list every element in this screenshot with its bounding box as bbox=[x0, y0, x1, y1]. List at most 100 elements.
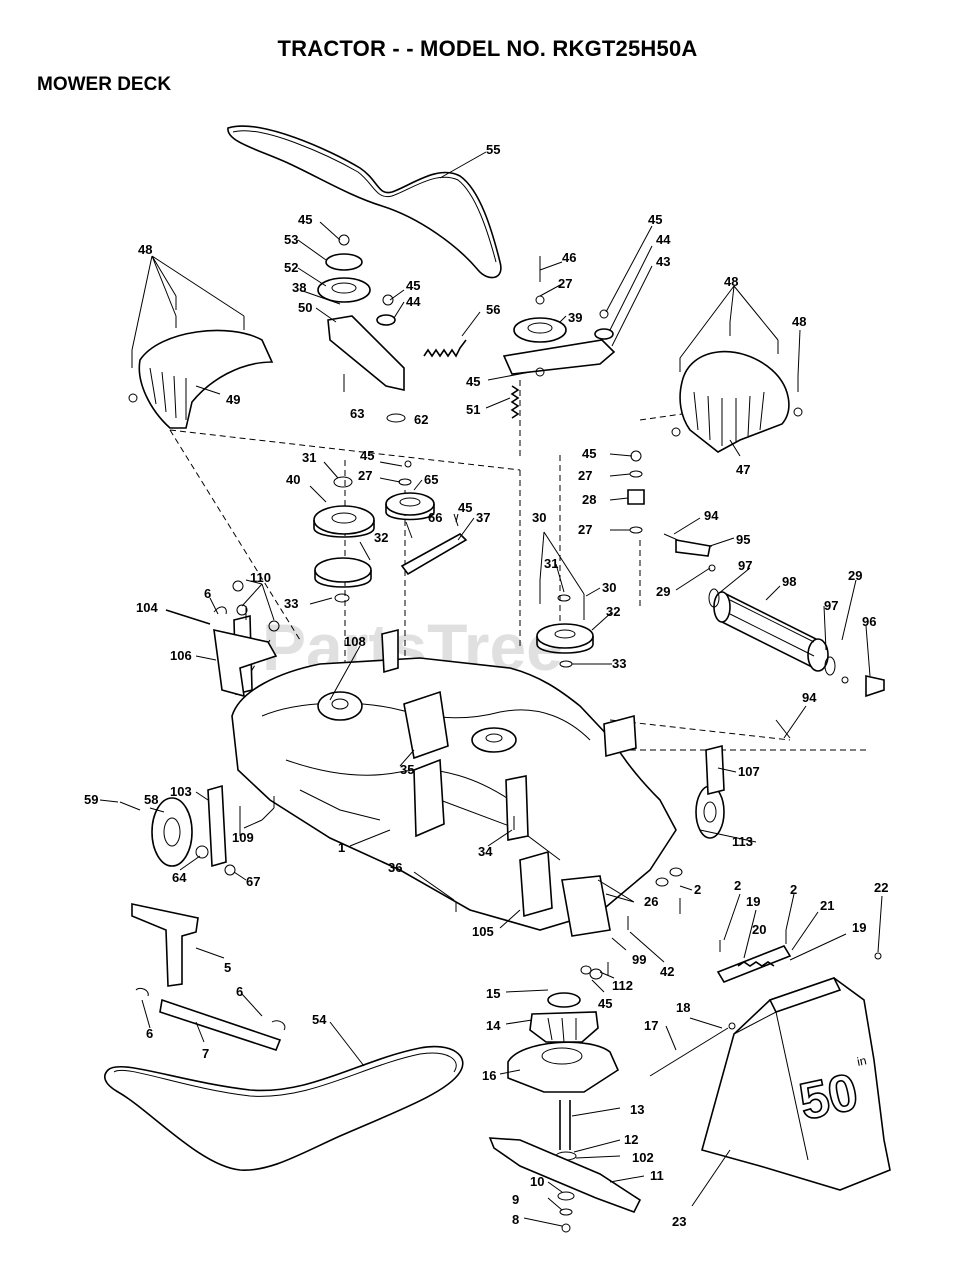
label-27: 27 bbox=[358, 468, 372, 483]
spring-56 bbox=[423, 339, 467, 358]
label-45: 45 bbox=[458, 500, 472, 515]
gauge-wheel-right bbox=[655, 744, 725, 887]
label-45: 45 bbox=[598, 996, 612, 1011]
label-31: 31 bbox=[544, 556, 558, 571]
label-45: 45 bbox=[406, 278, 420, 293]
label-19: 19 bbox=[746, 894, 760, 909]
label-35: 35 bbox=[400, 762, 414, 777]
label-29: 29 bbox=[848, 568, 862, 583]
label-102: 102 bbox=[632, 1150, 654, 1165]
label-112: 112 bbox=[612, 978, 633, 993]
label-33: 33 bbox=[612, 656, 626, 671]
mower-blade bbox=[488, 1137, 642, 1213]
label-30: 30 bbox=[532, 510, 546, 525]
label-36: 36 bbox=[388, 860, 402, 875]
label-96: 96 bbox=[862, 614, 876, 629]
label-33: 33 bbox=[284, 596, 298, 611]
label-98: 98 bbox=[782, 574, 796, 589]
label-29: 29 bbox=[656, 584, 670, 599]
label-105: 105 bbox=[472, 924, 494, 939]
label-103: 103 bbox=[170, 784, 192, 799]
leader-lines bbox=[99, 151, 883, 1227]
label-6: 6 bbox=[146, 1026, 153, 1041]
label-50: 50 bbox=[298, 300, 312, 315]
label-1: 1 bbox=[338, 840, 345, 855]
label-107: 107 bbox=[738, 764, 760, 779]
spindle-assembly bbox=[507, 965, 620, 1161]
label-16: 16 bbox=[482, 1068, 496, 1083]
label-17: 17 bbox=[644, 1018, 658, 1033]
label-27: 27 bbox=[558, 276, 572, 291]
label-9: 9 bbox=[512, 1192, 519, 1207]
label-27: 27 bbox=[578, 522, 592, 537]
guard-size-unit: in bbox=[856, 1053, 868, 1069]
label-32: 32 bbox=[374, 530, 388, 545]
label-44: 44 bbox=[656, 232, 671, 247]
label-28: 28 bbox=[582, 492, 596, 507]
belt-cover-right bbox=[671, 350, 803, 453]
label-48: 48 bbox=[724, 274, 738, 289]
label-66: 66 bbox=[428, 510, 442, 525]
gauge-wheel-left bbox=[119, 784, 275, 876]
label-6: 6 bbox=[236, 984, 243, 999]
left-spindle-pulleys bbox=[313, 476, 375, 603]
label-110: 110 bbox=[250, 570, 271, 585]
label-2: 2 bbox=[694, 882, 701, 897]
label-12: 12 bbox=[624, 1132, 638, 1147]
front-bracket bbox=[165, 580, 280, 698]
label-18: 18 bbox=[676, 1000, 690, 1015]
label-8: 8 bbox=[512, 1212, 519, 1227]
label-63: 63 bbox=[350, 406, 364, 421]
label-49: 49 bbox=[226, 392, 240, 407]
label-54: 54 bbox=[312, 1012, 327, 1027]
label-6: 6 bbox=[204, 586, 211, 601]
label-45: 45 bbox=[298, 212, 312, 227]
label-64: 64 bbox=[172, 870, 187, 885]
label-39: 39 bbox=[568, 310, 582, 325]
label-113: 113 bbox=[732, 834, 753, 849]
spring-51 bbox=[510, 385, 520, 419]
label-37: 37 bbox=[476, 510, 490, 525]
label-56: 56 bbox=[486, 302, 500, 317]
label-7: 7 bbox=[202, 1046, 209, 1061]
label-42: 42 bbox=[660, 964, 674, 979]
blade-hardware bbox=[557, 1191, 575, 1233]
label-65: 65 bbox=[424, 472, 438, 487]
idler-arm-assembly bbox=[502, 256, 616, 377]
label-30: 30 bbox=[602, 580, 616, 595]
label-55: 55 bbox=[486, 142, 500, 157]
label-11: 11 bbox=[650, 1168, 664, 1183]
stabilizer-bracket bbox=[131, 903, 286, 1051]
guard-size-text: 50 bbox=[794, 1063, 863, 1132]
label-21: 21 bbox=[820, 898, 834, 913]
label-62: 62 bbox=[414, 412, 428, 427]
page-title: TRACTOR - - MODEL NO. RKGT25H50A bbox=[277, 36, 698, 61]
label-97: 97 bbox=[824, 598, 838, 613]
label-95: 95 bbox=[736, 532, 750, 547]
label-22: 22 bbox=[874, 880, 888, 895]
label-13: 13 bbox=[630, 1102, 644, 1117]
label-32: 32 bbox=[606, 604, 620, 619]
label-34: 34 bbox=[478, 844, 493, 859]
belt-cover-left bbox=[128, 329, 274, 429]
label-46: 46 bbox=[562, 250, 576, 265]
label-14: 14 bbox=[486, 1018, 501, 1033]
discharge-guard: 50 in bbox=[701, 977, 891, 1191]
label-108: 108 bbox=[344, 634, 366, 649]
label-104: 104 bbox=[136, 600, 158, 615]
label-48: 48 bbox=[792, 314, 806, 329]
label-45: 45 bbox=[466, 374, 480, 389]
label-67: 67 bbox=[246, 874, 260, 889]
label-2: 2 bbox=[734, 878, 741, 893]
label-45: 45 bbox=[360, 448, 374, 463]
label-52: 52 bbox=[284, 260, 298, 275]
label-27: 27 bbox=[578, 468, 592, 483]
label-94: 94 bbox=[704, 508, 719, 523]
label-48: 48 bbox=[138, 242, 152, 257]
idler-bracket-assembly bbox=[317, 234, 406, 423]
deck-belt-54 bbox=[104, 1045, 464, 1171]
mower-deck-housing bbox=[231, 614, 677, 937]
section-title: MOWER DECK bbox=[37, 74, 172, 95]
label-19: 19 bbox=[852, 920, 866, 935]
